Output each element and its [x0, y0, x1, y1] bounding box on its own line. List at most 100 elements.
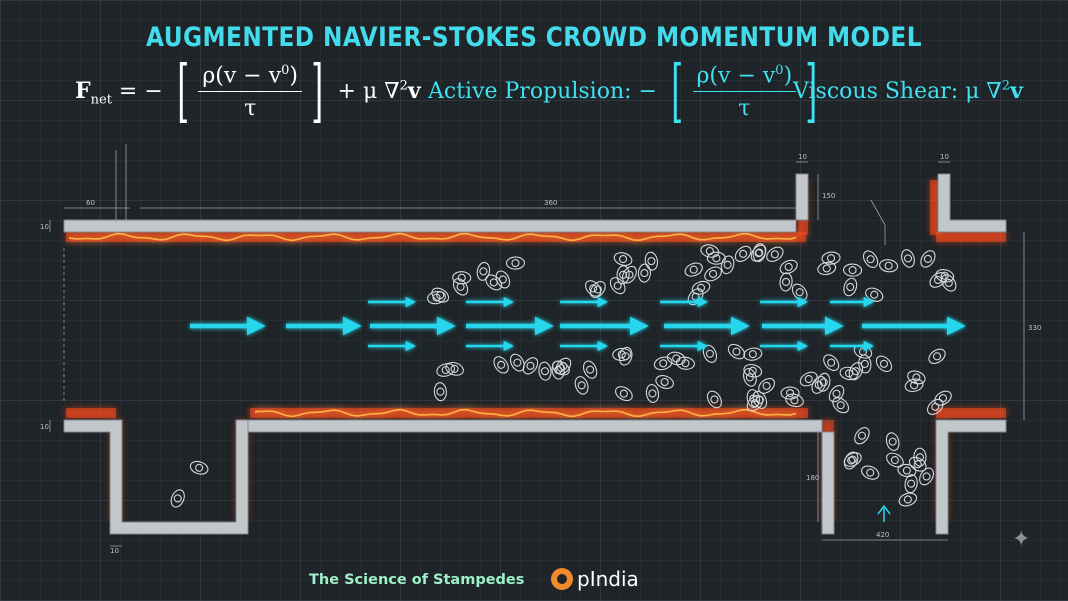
pedestrian-icon — [589, 281, 606, 298]
propulsion-fraction: ρ(v − v0)τ — [198, 63, 302, 121]
dim-420: 420 — [876, 531, 889, 539]
net-subscript: net — [90, 92, 112, 108]
series-caption: The Science of Stampedes — [309, 572, 525, 588]
pedestrian-icon — [779, 272, 793, 292]
pedestrian-icon — [823, 354, 840, 371]
pedestrian-icon — [929, 272, 947, 288]
pedestrian-icon — [509, 353, 525, 372]
flow-arrows — [190, 296, 966, 352]
brand-logo: pIndia — [551, 567, 639, 591]
pedestrian-icons — [170, 243, 957, 508]
pedestrian-icon — [655, 375, 674, 389]
active-propulsion-label: Active Propulsion: − — [428, 79, 657, 104]
viscous-shear-equation: Viscous Shear: μ ∇2v — [793, 78, 1023, 104]
viscous-shear-label: Viscous Shear: μ ∇ — [793, 79, 1002, 104]
pedestrian-icon — [538, 361, 552, 381]
pedestrian-icon — [843, 452, 862, 467]
pedestrian-icon — [750, 244, 767, 262]
pedestrian-icon — [427, 290, 446, 305]
dim-10-top-b: 10 — [940, 153, 949, 161]
pedestrian-icon — [743, 368, 757, 387]
pedestrian-icon — [875, 355, 893, 373]
pedestrian-icon — [843, 277, 858, 297]
pedestrian-icon — [615, 386, 633, 402]
pedestrian-icon — [766, 246, 784, 262]
pedestrian-icon — [828, 385, 845, 403]
pedestrian-icon — [637, 263, 651, 283]
pedestrian-icon — [928, 348, 946, 364]
pedestrian-icon — [505, 256, 526, 270]
pedestrian-icon — [522, 357, 539, 375]
dim-360: 360 — [544, 199, 557, 207]
dim-150: 150 — [822, 192, 835, 200]
pedestrian-icon — [885, 432, 900, 452]
dim-180: 180 — [806, 474, 819, 482]
entry-arrow-icon — [877, 504, 891, 522]
pedestrian-icon — [452, 278, 469, 296]
pedestrian-icon — [862, 250, 879, 268]
viscous-term: + μ ∇ — [337, 79, 400, 104]
dim-60: 60 — [86, 199, 95, 207]
net-force-equation: Fnet = − [ρ(v − v0)τ] + μ ∇2v — [75, 52, 421, 131]
bottom-right-wall — [935, 419, 1007, 535]
dim-10-left-a: 10 — [40, 223, 49, 231]
pedestrian-icon — [582, 360, 598, 379]
pedestrian-icon — [706, 390, 722, 409]
pedestrian-icon — [799, 371, 818, 387]
active-propulsion-equation: Active Propulsion: − [ρ(v − v0)τ] — [428, 52, 818, 131]
brand-text: pIndia — [577, 567, 639, 591]
dim-10-left-b: 10 — [40, 423, 49, 431]
pedestrian-icon — [574, 376, 589, 395]
pedestrian-icon — [901, 249, 915, 268]
pedestrian-icon — [854, 427, 870, 445]
force-symbol: F — [75, 78, 91, 104]
pedestrian-icon — [476, 261, 491, 281]
speech-bubble-icon — [551, 568, 573, 590]
corridor-walls — [63, 173, 1007, 535]
pedestrian-icon — [817, 372, 831, 392]
pedestrian-icon — [170, 489, 185, 508]
dimension-labels: 60 360 150 10 10 10 330 10 180 420 10 — [40, 153, 1041, 555]
top-right-wall — [937, 173, 1007, 233]
pedestrian-icon — [734, 245, 752, 262]
pedestrian-icon — [919, 467, 934, 486]
pedestrian-icon — [653, 356, 673, 371]
pedestrian-icon — [552, 360, 570, 376]
pedestrian-icon — [433, 382, 447, 402]
pedestrian-icon — [780, 386, 800, 400]
pedestrian-icon — [934, 390, 952, 406]
sparkle-icon: ✦ — [1012, 527, 1031, 552]
pedestrian-icon — [706, 251, 726, 265]
pedestrian-icon — [897, 463, 917, 478]
pedestrian-icon — [904, 378, 924, 393]
dim-10-bottom: 10 — [110, 547, 119, 555]
pedestrian-icon — [898, 492, 918, 507]
pedestrian-icon — [618, 346, 633, 366]
pedestrian-icon — [913, 447, 927, 467]
dim-10-top-a: 10 — [798, 153, 807, 161]
bottom-mid-wall — [247, 419, 835, 535]
top-wall — [63, 173, 809, 233]
pedestrian-icon — [861, 465, 880, 480]
pedestrian-icon — [616, 265, 630, 285]
page-title: AUGMENTED NAVIER-STOKES CROWD MOMENTUM M… — [146, 22, 922, 53]
equals-minus: = − — [118, 79, 163, 104]
dim-330: 330 — [1028, 324, 1041, 332]
pedestrian-icon — [920, 250, 936, 268]
pedestrian-icon — [704, 266, 722, 282]
pedestrian-icon — [644, 251, 659, 271]
pedestrian-icon — [832, 397, 850, 414]
pedestrian-icon — [666, 351, 686, 366]
pedestrian-icon — [879, 259, 899, 273]
pedestrian-icon — [746, 389, 760, 408]
pedestrian-icon — [645, 383, 660, 403]
pedestrian-icon — [821, 251, 841, 265]
pedestrian-icon — [495, 270, 511, 289]
pedestrian-icon — [843, 263, 863, 277]
dimension-lines — [49, 144, 1025, 547]
pedestrian-icon — [684, 262, 703, 277]
pedestrian-icon — [907, 370, 926, 385]
pedestrian-icon — [848, 362, 864, 381]
